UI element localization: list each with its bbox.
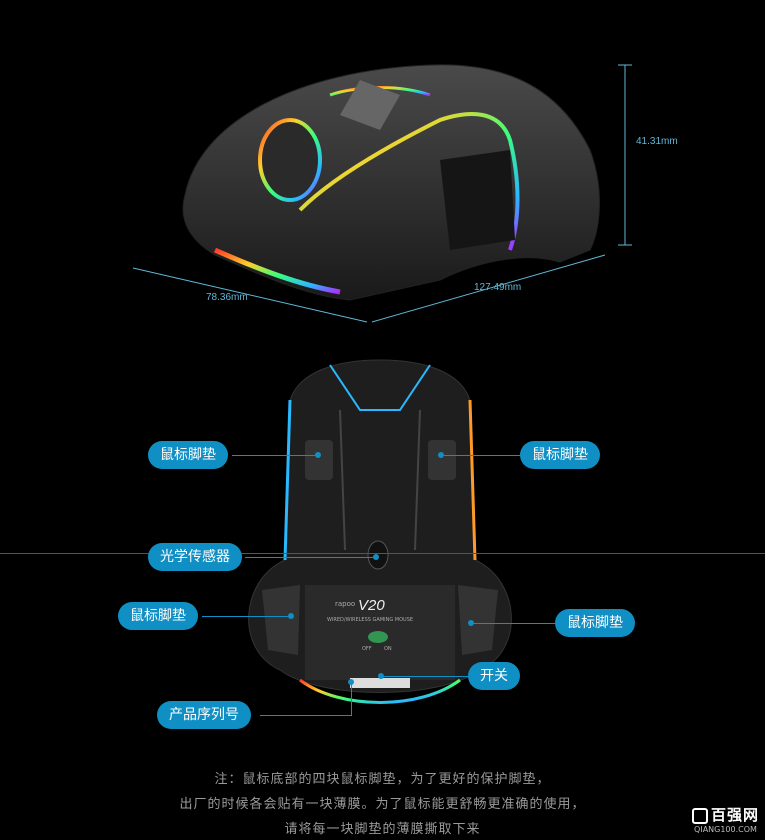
serial-dot	[348, 679, 354, 685]
note-line-1: 注：鼠标底部的四块鼠标脚垫，为了更好的保护脚垫，	[214, 772, 551, 787]
pad-label-top-right: 鼠标脚垫	[520, 441, 600, 469]
height-dimension: 41.31mm	[636, 136, 678, 147]
pad-dot-bottom-right	[468, 620, 474, 626]
pad-label-bottom-left: 鼠标脚垫	[118, 602, 198, 630]
watermark-logo-icon	[691, 807, 708, 824]
mouse-model: V20	[358, 597, 385, 614]
pad-dot-top-left	[315, 452, 321, 458]
pad-line-top-left	[232, 455, 317, 456]
width-dimension: 78.36mm	[206, 292, 248, 303]
sensor-line	[245, 557, 375, 558]
watermark-logo: 百强网	[691, 804, 759, 825]
pad-dot-bottom-left	[288, 613, 294, 619]
switch-on-label: ON	[384, 646, 392, 652]
sensor-label: 光学传感器	[148, 543, 242, 571]
pad-line-bottom-left	[202, 616, 290, 617]
switch-off-label: OFF	[362, 646, 372, 652]
switch-dot	[378, 673, 384, 679]
pad-dot-top-right	[438, 452, 444, 458]
switch-line	[382, 676, 470, 677]
mouse-bottom-view	[248, 359, 512, 704]
note-line-3: 请将每一块脚垫的薄膜撕取下来	[284, 822, 481, 837]
serial-line	[260, 715, 352, 716]
sensor-dot	[373, 554, 379, 560]
pad-label-top-left: 鼠标脚垫	[148, 441, 228, 469]
pad-line-bottom-right	[472, 623, 557, 624]
pad-label-bottom-right: 鼠标脚垫	[555, 609, 635, 637]
watermark: 百强网 QIANG100.COM	[691, 804, 759, 834]
divider-line	[0, 553, 765, 554]
serial-line-vertical	[351, 682, 352, 716]
watermark-logo-text: 百强网	[710, 806, 759, 824]
length-dimension: 127.49mm	[474, 282, 522, 293]
mouse-brand: rapoo	[335, 600, 356, 608]
pad-line-top-right	[442, 455, 522, 456]
serial-label: 产品序列号	[157, 701, 251, 729]
note-line-2: 出厂的时候各会贴有一块薄膜。为了鼠标能更舒畅更准确的使用，	[179, 797, 586, 812]
mouse-subtitle: WIRED/WIRELESS GAMING MOUSE	[327, 617, 414, 623]
watermark-site: QIANG100.COM	[694, 825, 757, 834]
switch-label: 开关	[468, 662, 520, 690]
mouse-top-view	[132, 64, 632, 323]
